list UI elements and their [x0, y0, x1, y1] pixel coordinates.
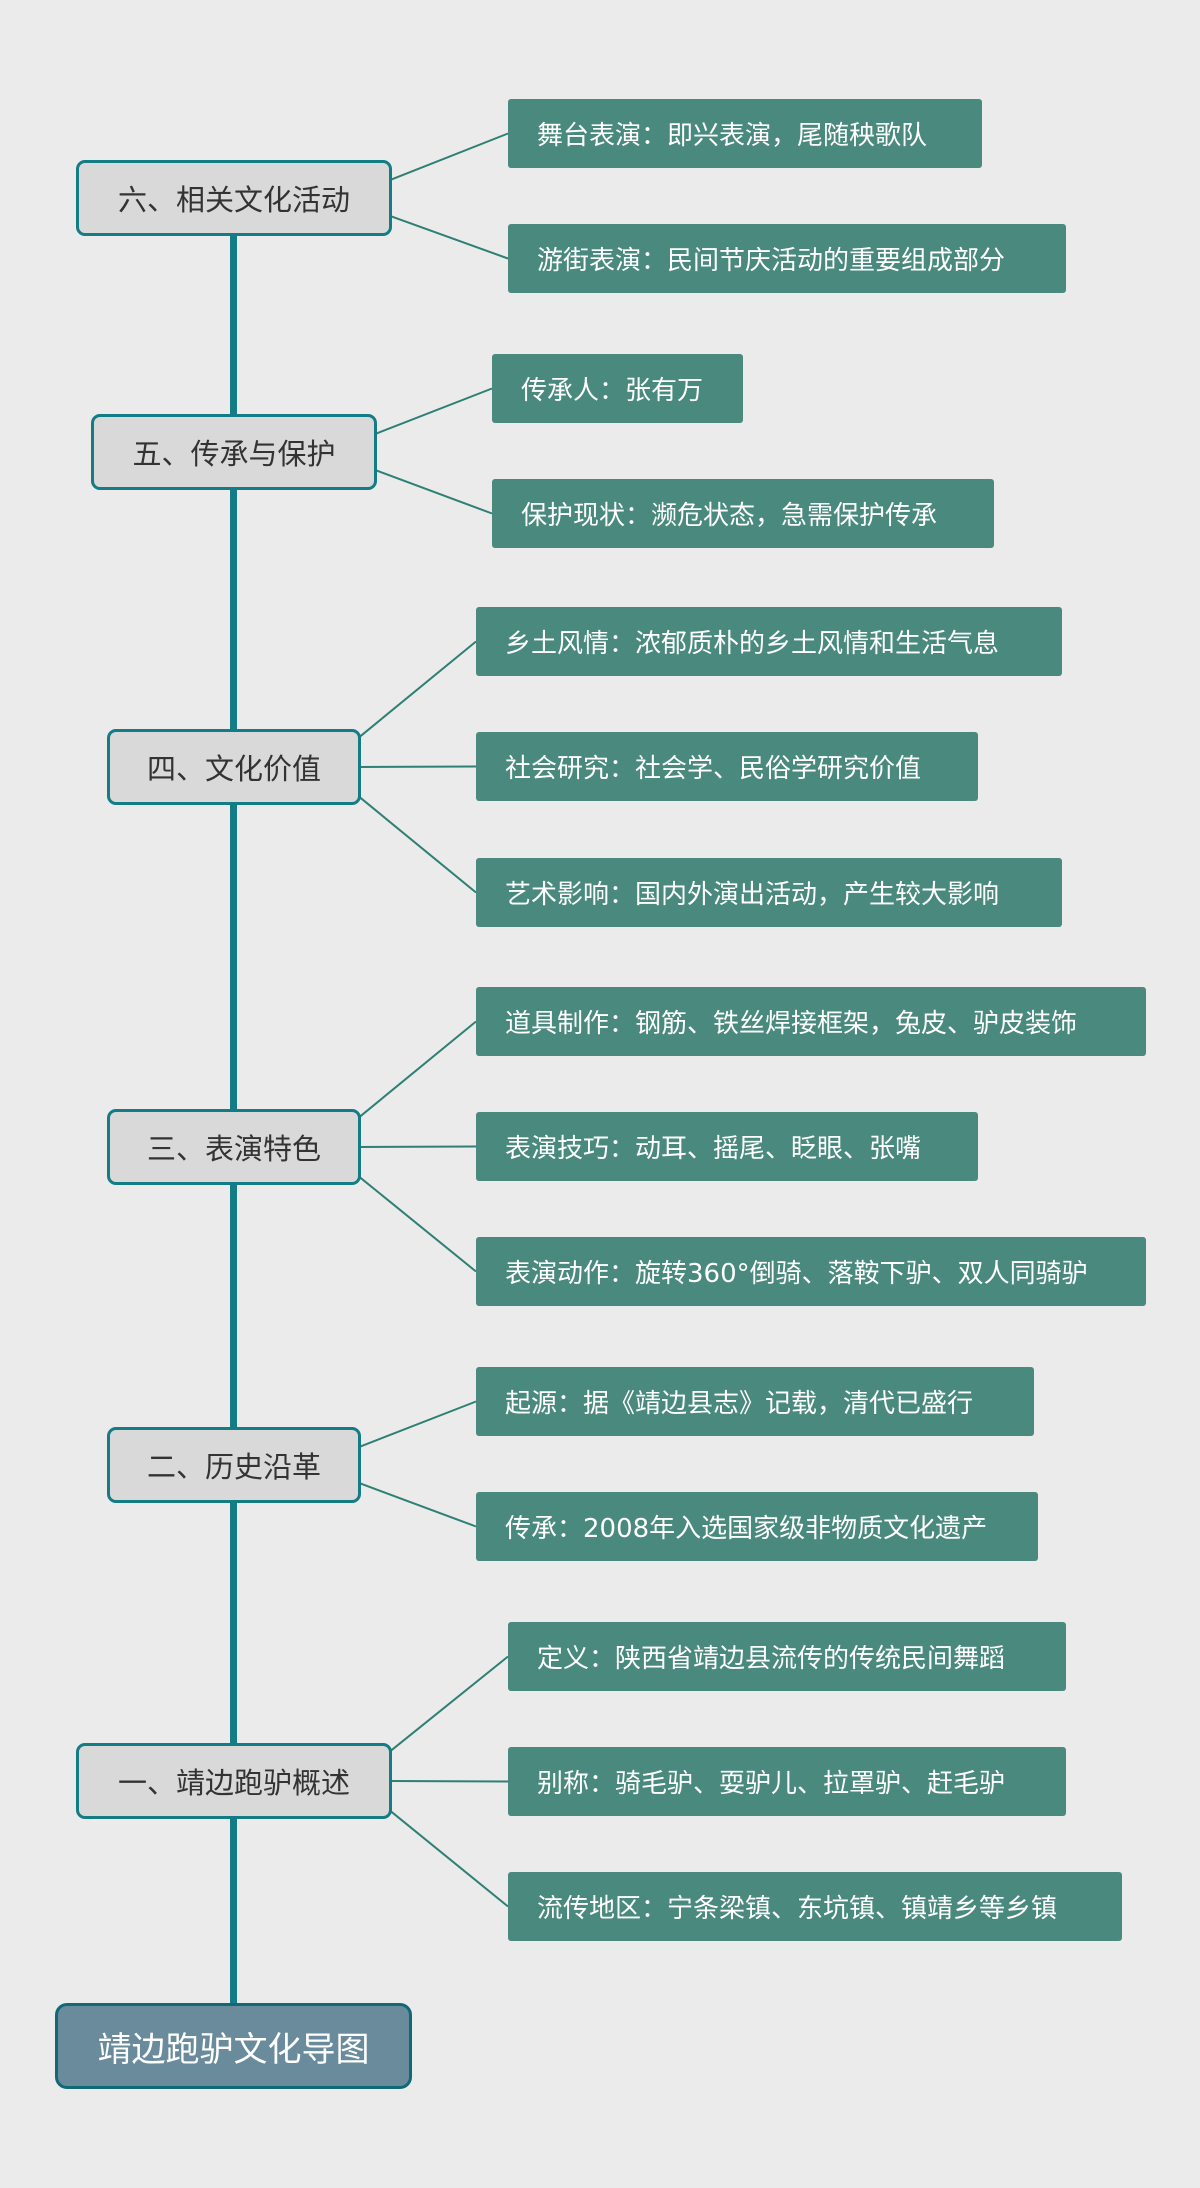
connector-line — [357, 1481, 477, 1528]
leaf-label: 保护现状：濒危状态，急需保护传承 — [521, 501, 938, 531]
leaf-node[interactable]: 艺术影响：国内外演出活动，产生较大影响 — [476, 858, 1062, 927]
connector-line — [373, 387, 493, 436]
leaf-label: 定义：陕西省靖边县流传的传统民间舞蹈 — [537, 1644, 1006, 1674]
connector-line — [373, 468, 493, 515]
leaf-label: 道具制作：钢筋、铁丝焊接框架，兔皮、驴皮装饰 — [505, 1009, 1078, 1039]
connector-line — [357, 1175, 477, 1273]
connector-line — [388, 132, 509, 182]
section-label: 五、传承与保护 — [132, 437, 336, 471]
leaf-label: 传承人：张有万 — [521, 376, 704, 406]
section-label: 一、靖边跑驴概述 — [117, 1766, 350, 1800]
connector-line — [388, 1655, 509, 1753]
leaf-label: 别称：骑毛驴、耍驴儿、拉罩驴、赶毛驴 — [537, 1769, 1006, 1799]
leaf-label: 艺术影响：国内外演出活动，产生较大影响 — [505, 880, 1000, 910]
section-node-3[interactable]: 三、表演特色 — [107, 1109, 361, 1185]
connector-line — [357, 795, 477, 894]
section-node-6[interactable]: 六、相关文化活动 — [76, 160, 392, 236]
section-label: 四、文化价值 — [146, 752, 321, 786]
leaf-node[interactable]: 传承：2008年入选国家级非物质文化遗产 — [476, 1492, 1038, 1561]
leaf-node[interactable]: 传承人：张有万 — [492, 354, 743, 423]
connector-line — [357, 640, 477, 739]
leaf-node[interactable]: 表演技巧：动耳、摇尾、眨眼、张嘴 — [476, 1112, 978, 1181]
connector-line — [357, 1145, 477, 1148]
leaf-node[interactable]: 舞台表演：即兴表演，尾随秧歌队 — [508, 99, 982, 168]
section-node-2[interactable]: 二、历史沿革 — [107, 1427, 361, 1503]
connector-line — [357, 765, 477, 768]
leaf-node[interactable]: 别称：骑毛驴、耍驴儿、拉罩驴、赶毛驴 — [508, 1747, 1066, 1816]
section-label: 三、表演特色 — [146, 1132, 321, 1166]
leaf-node[interactable]: 流传地区：宁条梁镇、东坑镇、镇靖乡等乡镇 — [508, 1872, 1122, 1941]
leaf-node[interactable]: 游街表演：民间节庆活动的重要组成部分 — [508, 224, 1066, 293]
connector-line — [388, 1809, 509, 1908]
section-node-1[interactable]: 一、靖边跑驴概述 — [76, 1743, 392, 1819]
leaf-node[interactable]: 社会研究：社会学、民俗学研究价值 — [476, 732, 978, 801]
connector-line — [388, 214, 509, 260]
connector-line — [388, 1780, 509, 1783]
leaf-label: 流传地区：宁条梁镇、东坑镇、镇靖乡等乡镇 — [537, 1894, 1058, 1924]
leaf-label: 表演动作：旋转360°倒骑、落鞍下驴、双人同骑驴 — [505, 1259, 1088, 1289]
root-node[interactable]: 靖边跑驴文化导图 — [55, 2003, 412, 2089]
connector-line — [357, 1020, 477, 1119]
leaf-label: 游街表演：民间节庆活动的重要组成部分 — [537, 246, 1006, 276]
section-label: 六、相关文化活动 — [117, 183, 350, 217]
connector-line — [357, 1400, 477, 1449]
leaf-label: 传承：2008年入选国家级非物质文化遗产 — [505, 1514, 988, 1544]
leaf-node[interactable]: 乡土风情：浓郁质朴的乡土风情和生活气息 — [476, 607, 1062, 676]
section-node-4[interactable]: 四、文化价值 — [107, 729, 361, 805]
leaf-label: 舞台表演：即兴表演，尾随秧歌队 — [537, 121, 928, 151]
leaf-label: 起源：据《靖边县志》记载，清代已盛行 — [505, 1389, 974, 1419]
section-label: 二、历史沿革 — [146, 1450, 321, 1484]
leaf-node[interactable]: 定义：陕西省靖边县流传的传统民间舞蹈 — [508, 1622, 1066, 1691]
leaf-label: 表演技巧：动耳、摇尾、眨眼、张嘴 — [505, 1134, 922, 1164]
leaf-node[interactable]: 道具制作：钢筋、铁丝焊接框架，兔皮、驴皮装饰 — [476, 987, 1146, 1056]
leaf-node[interactable]: 保护现状：濒危状态，急需保护传承 — [492, 479, 994, 548]
leaf-label: 社会研究：社会学、民俗学研究价值 — [505, 754, 922, 784]
root-title: 靖边跑驴文化导图 — [97, 2029, 370, 2070]
leaf-node[interactable]: 起源：据《靖边县志》记载，清代已盛行 — [476, 1367, 1034, 1436]
section-node-5[interactable]: 五、传承与保护 — [91, 414, 377, 490]
leaf-node[interactable]: 表演动作：旋转360°倒骑、落鞍下驴、双人同骑驴 — [476, 1237, 1146, 1306]
leaf-label: 乡土风情：浓郁质朴的乡土风情和生活气息 — [505, 629, 1000, 659]
